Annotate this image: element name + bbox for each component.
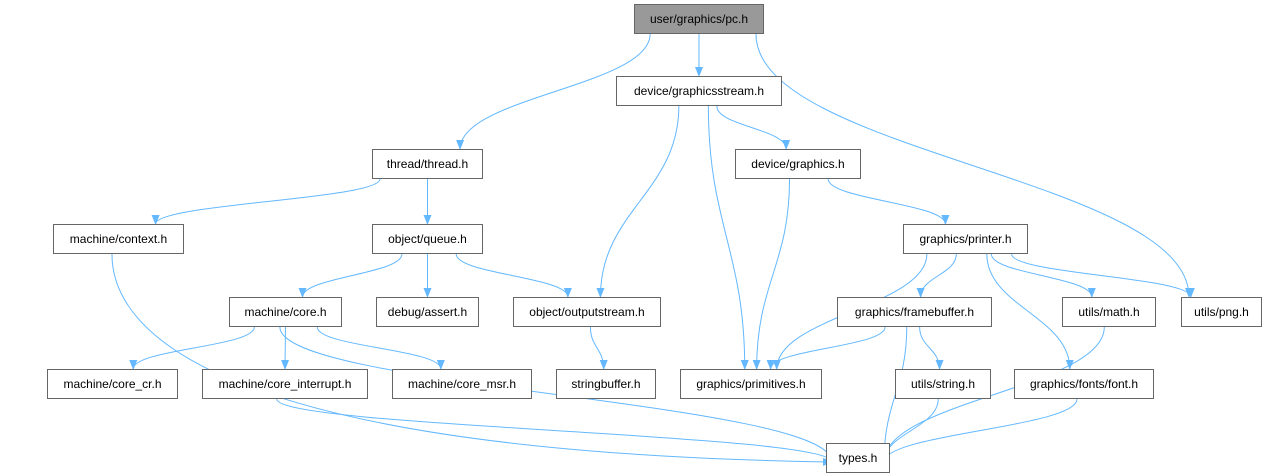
edge-gstream-to-outstream bbox=[596, 105, 680, 298]
edge-thread-to-context bbox=[151, 178, 381, 225]
edge-printer-to-framebuffer bbox=[916, 253, 957, 298]
edge-printer-to-font bbox=[986, 253, 1074, 370]
edge-dgraphics-to-primitives bbox=[752, 178, 791, 370]
node-object-outputstream-h[interactable]: object/outputstream.h bbox=[513, 297, 661, 327]
node-machine-core-h[interactable]: machine/core.h bbox=[229, 297, 342, 327]
edge-math-to-types bbox=[880, 326, 1105, 463]
edge-dgraphics-to-printer bbox=[827, 178, 950, 225]
edge-printer-to-png bbox=[1011, 253, 1195, 298]
node-object-queue-h[interactable]: object/queue.h bbox=[372, 224, 483, 254]
edge-core-to-core_cr bbox=[129, 326, 255, 370]
node-graphics-printer-h[interactable]: graphics/printer.h bbox=[903, 224, 1028, 254]
node-device-graphicsstream-h[interactable]: device/graphicsstream.h bbox=[616, 76, 782, 106]
node-machine-core-cr-h[interactable]: machine/core_cr.h bbox=[47, 369, 178, 399]
edge-context-to-types bbox=[111, 253, 833, 466]
edge-framebuffer-to-ustring bbox=[919, 326, 944, 370]
edge-core_int-to-types bbox=[276, 398, 836, 463]
node-utils-math-h[interactable]: utils/math.h bbox=[1062, 297, 1156, 327]
node-debug-assert-h[interactable]: debug/assert.h bbox=[376, 297, 479, 327]
node-utils-string-h[interactable]: utils/string.h bbox=[895, 369, 991, 399]
edge-framebuffer-to-primitives bbox=[766, 326, 886, 370]
edge-gstream-to-dgraphics bbox=[716, 105, 791, 150]
edge-queue-to-core bbox=[298, 253, 403, 298]
edge-printer-to-math bbox=[990, 253, 1096, 298]
edge-font-to-types bbox=[880, 398, 1078, 463]
edge-core-to-types bbox=[279, 326, 836, 463]
edge-gstream-to-primitives bbox=[707, 105, 749, 370]
node-graphics-fonts-font-h[interactable]: graphics/fonts/font.h bbox=[1014, 369, 1154, 399]
node-user-graphics-pc-h: user/graphics/pc.h bbox=[634, 4, 764, 34]
node-machine-core-interrupt-h[interactable]: machine/core_interrupt.h bbox=[202, 369, 368, 399]
node-utils-png-h[interactable]: utils/png.h bbox=[1181, 297, 1262, 327]
node-graphics-primitives-h[interactable]: graphics/primitives.h bbox=[680, 369, 822, 399]
node-machine-core-msr-h[interactable]: machine/core_msr.h bbox=[392, 369, 532, 399]
node-thread-thread-h[interactable]: thread/thread.h bbox=[372, 149, 483, 179]
node-machine-context-h[interactable]: machine/context.h bbox=[53, 224, 184, 254]
edge-core-to-core_msr bbox=[316, 326, 445, 370]
node-types-h[interactable]: types.h bbox=[826, 443, 890, 473]
node-device-graphics-h[interactable]: device/graphics.h bbox=[735, 149, 861, 179]
edge-queue-to-outstream bbox=[455, 253, 572, 298]
node-graphics-framebuffer-h[interactable]: graphics/framebuffer.h bbox=[837, 297, 992, 327]
edge-pc-to-thread bbox=[456, 33, 651, 150]
node-stringbuffer-h[interactable]: stringbuffer.h bbox=[556, 369, 656, 399]
edge-outstream-to-stringbuffer bbox=[589, 326, 608, 370]
